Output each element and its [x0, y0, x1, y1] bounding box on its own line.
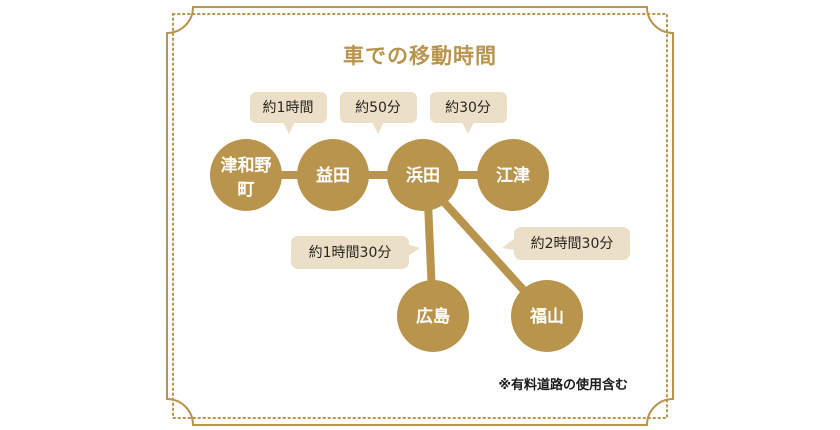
- node-hiroshima: 広島: [397, 280, 469, 352]
- duration-label: 約1時間30分: [309, 245, 392, 261]
- duration-label: 約2時間30分: [531, 236, 614, 252]
- node-hamada: 浜田: [387, 139, 459, 211]
- node-label: 福山: [529, 306, 564, 327]
- node-label: 広島: [416, 306, 450, 327]
- node-label: 町: [238, 180, 255, 200]
- node-gotsu: 江津: [477, 139, 549, 211]
- toll-road-note: ※有料道路の使用含む: [498, 377, 628, 393]
- duration-label: 約50分: [355, 100, 401, 116]
- duration-bubble-hamada-hiroshima: 約1時間30分: [291, 236, 420, 269]
- duration-label: 約1時間: [263, 100, 314, 116]
- duration-bubble-hamada-fukuyama: 約2時間30分: [502, 227, 630, 260]
- frame-border: [166, 6, 674, 426]
- duration-label: 約30分: [445, 100, 491, 116]
- page-title: 車での移動時間: [343, 44, 497, 68]
- frame-dotted-border: [172, 13, 668, 419]
- node-label: 江津: [496, 165, 530, 186]
- node-fukuyama: 福山: [511, 280, 583, 352]
- node-masuda: 益田: [297, 139, 369, 211]
- duration-bubble-hamada-gotsu: 約30分: [430, 92, 507, 134]
- duration-bubble-masuda-hamada: 約50分: [340, 92, 417, 134]
- node-label: 津和野: [221, 155, 272, 176]
- node-tsuwano: 津和野 町: [210, 139, 282, 211]
- node-label: 益田: [316, 165, 350, 186]
- node-label: 浜田: [406, 166, 440, 186]
- duration-bubble-tsuwano-masuda: 約1時間: [250, 92, 327, 134]
